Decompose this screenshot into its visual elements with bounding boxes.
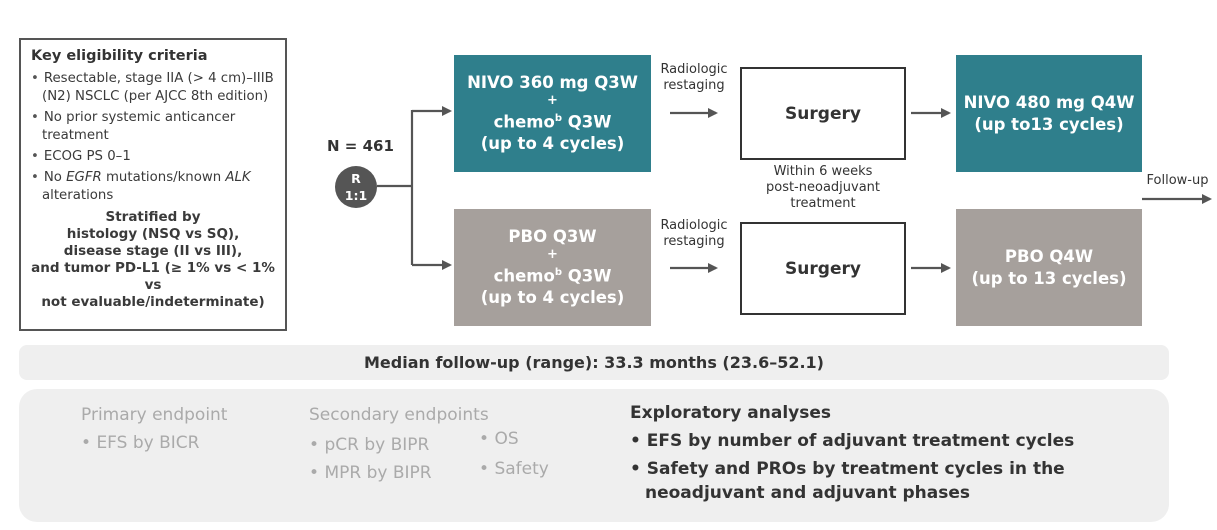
primary-endpoint-title: Primary endpoint <box>81 405 228 425</box>
median-follow-up-bar: Median follow-up (range): 33.3 months (2… <box>19 345 1169 380</box>
sample-size: N = 461 <box>327 137 394 155</box>
chemo-dose: Q3W <box>561 266 612 286</box>
endpoint-text: EFS by BICR <box>96 433 200 453</box>
restaging-line: restaging <box>663 78 725 93</box>
primary-endpoint-item: • EFS by BICR <box>81 433 200 453</box>
timing-line: treatment <box>790 196 856 211</box>
endpoint-text: Safety <box>494 459 549 479</box>
nivo-adjuvant-box: NIVO 480 mg Q4W (up to13 cycles) <box>956 55 1142 172</box>
follow-up-label: Follow-up <box>1146 173 1209 188</box>
badge-ratio: 1:1 <box>344 188 368 203</box>
timing-line: Within 6 weeks <box>773 164 873 179</box>
eligibility-title: Key eligibility criteria <box>31 48 208 64</box>
nivo-neoadjuvant-box: NIVO 360 mg Q3W + chemob Q3W (up to 4 cy… <box>454 55 651 172</box>
stratification: Stratified by histology (NSQ vs SQ), dis… <box>31 209 275 311</box>
eligibility-item-mutations: No EGFR mutations/known ALK alterations <box>31 169 275 205</box>
endpoint-text: neoadjuvant and adjuvant phases <box>645 483 971 503</box>
eligibility-box: Key eligibility criteria Resectable, sta… <box>19 38 287 331</box>
exploratory-title: Exploratory analyses <box>630 403 832 423</box>
exploratory-item: • EFS by number of adjuvant treatment cy… <box>630 431 1075 451</box>
endpoints-panel: Primary endpoint • EFS by BICR Secondary… <box>19 389 1169 522</box>
secondary-endpoint-item: • MPR by BIPR <box>309 463 432 483</box>
chemo-line: chemob Q3W <box>494 262 612 288</box>
secondary-endpoint-item: • Safety <box>479 459 549 479</box>
strat-line: and tumor PD-L1 (≥ 1% vs < 1% vs <box>31 260 275 293</box>
strat-line: disease stage (II vs III), <box>63 243 243 259</box>
text-span: mutations/known <box>101 170 226 185</box>
pbo-restaging-label: Radiologic restaging <box>654 218 734 250</box>
secondary-endpoint-item: • pCR by BIPR <box>309 435 430 455</box>
endpoint-text: OS <box>494 429 519 449</box>
alk-term: ALK <box>225 170 251 185</box>
exploratory-item: • Safety and PROs by treatment cycles in… <box>630 459 1065 479</box>
chemo-line: chemob Q3W <box>494 108 612 134</box>
eligibility-list: Resectable, stage IIA (> 4 cm)–IIIB (N2)… <box>31 70 275 205</box>
nivo-dose: NIVO 360 mg Q3W <box>467 72 638 92</box>
chemo-text: chemo <box>493 266 555 286</box>
badge-r: R <box>351 171 361 186</box>
strat-line: histology (NSQ vs SQ), <box>66 226 240 242</box>
text-span: No <box>43 170 67 185</box>
endpoint-text: MPR by BIPR <box>324 463 432 483</box>
pbo-neoadjuvant-box: PBO Q3W + chemob Q3W (up to 4 cycles) <box>454 209 651 326</box>
plus-sign: + <box>547 246 558 262</box>
pbo-adjuvant-box: PBO Q4W (up to 13 cycles) <box>956 209 1142 326</box>
cycles-text: (up to 4 cycles) <box>480 134 625 154</box>
chemo-footnote: b <box>554 112 562 124</box>
chemo-text: chemo <box>493 112 555 132</box>
pbo-surgery-box: Surgery <box>740 222 906 315</box>
nivo-restaging-label: Radiologic restaging <box>654 62 734 94</box>
secondary-endpoint-item: • OS <box>479 429 519 449</box>
restaging-line: Radiologic <box>660 62 728 77</box>
adj-dose: PBO Q4W <box>1004 246 1094 266</box>
median-follow-up-text: Median follow-up (range): 33.3 months (2… <box>363 353 824 372</box>
cycles-text: (up to 4 cycles) <box>480 288 625 308</box>
strat-line: Stratified by <box>105 209 201 225</box>
secondary-endpoints-title: Secondary endpoints <box>309 405 489 425</box>
eligibility-item: ECOG PS 0–1 <box>31 148 275 166</box>
surgery-label: Surgery <box>785 258 861 279</box>
endpoint-text: pCR by BIPR <box>324 435 430 455</box>
timing-note: Within 6 weeks post-neoadjuvant treatmen… <box>748 164 898 212</box>
plus-sign: + <box>547 92 558 108</box>
exploratory-item-continued: neoadjuvant and adjuvant phases <box>645 482 970 504</box>
pbo-dose: PBO Q3W <box>508 226 597 246</box>
randomization-badge: R 1:1 <box>335 166 377 208</box>
restaging-line: restaging <box>663 234 725 249</box>
eligibility-item: No prior systemic anticancer treatment <box>31 109 275 145</box>
adj-cycles: (up to 13 cycles) <box>971 268 1127 288</box>
timing-line: post-neoadjuvant <box>765 180 881 195</box>
surgery-label: Surgery <box>785 103 861 124</box>
egfr-term: EGFR <box>66 170 102 185</box>
eligibility-item: Resectable, stage IIA (> 4 cm)–IIIB (N2)… <box>31 70 275 106</box>
endpoint-text: Safety and PROs by treatment cycles in t… <box>646 459 1065 479</box>
endpoint-text: EFS by number of adjuvant treatment cycl… <box>646 431 1075 451</box>
nivo-surgery-box: Surgery <box>740 67 906 160</box>
adj-cycles: (up to13 cycles) <box>974 114 1124 134</box>
adj-dose: NIVO 480 mg Q4W <box>963 92 1135 112</box>
strat-line: not evaluable/indeterminate) <box>41 294 265 310</box>
chemo-footnote: b <box>554 266 562 278</box>
text-span: alterations <box>42 188 114 203</box>
restaging-line: Radiologic <box>660 218 728 233</box>
chemo-dose: Q3W <box>561 112 612 132</box>
